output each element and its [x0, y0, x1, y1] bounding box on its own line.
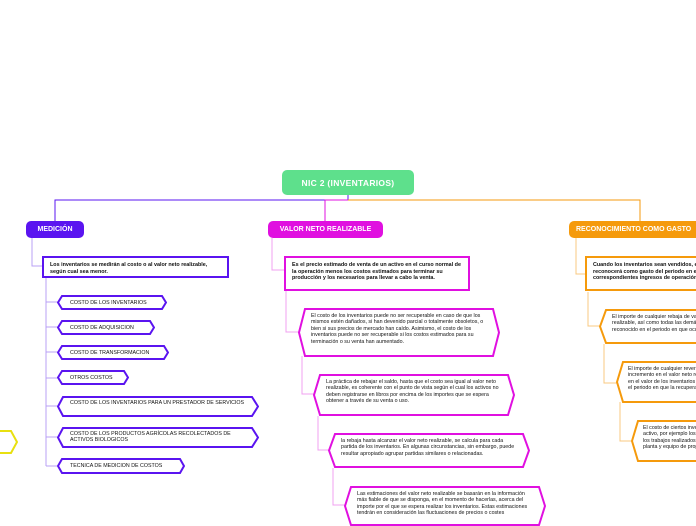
vnr-item[interactable]: El costo de los inventarios puede no ser… — [298, 308, 500, 357]
medicion-item[interactable]: COSTO DE LOS PRODUCTOS AGRÍCOLAS RECOLEC… — [57, 427, 259, 448]
side-node[interactable] — [0, 430, 18, 454]
branch-reconocimiento-como-gasto[interactable]: RECONOCIMIENTO COMO GASTO — [569, 221, 696, 238]
vnr-item[interactable]: la rebaja hasta alcanzar el valor neto r… — [328, 433, 530, 468]
medicion-item[interactable]: OTROS COSTOS — [57, 370, 129, 385]
medicion-item[interactable]: COSTO DE ADQUISICION — [57, 320, 155, 335]
reconocimiento-item[interactable]: El costo de ciertos inventarios puede se… — [631, 420, 696, 462]
reconocimiento-summary-text: Cuando los inventarios sean vendidos, el… — [593, 262, 696, 282]
medicion-item[interactable]: COSTO DE LOS INVENTARIOS — [57, 295, 167, 310]
reconocimiento-item[interactable]: El importe de cualquier rebaja de valor,… — [599, 309, 696, 344]
medicion-item[interactable]: COSTO DE TRANSFORMACION — [57, 345, 169, 360]
vnr-summary[interactable]: Es el precio estimado de venta de un act… — [284, 256, 470, 291]
medicion-summary[interactable]: Los inventarios se medirán al costo o al… — [42, 256, 229, 278]
branch-medicion[interactable]: MEDICIÓN — [26, 221, 84, 238]
vnr-item[interactable]: La práctica de rebajar el saldo, hasta q… — [313, 374, 515, 416]
medicion-item[interactable]: TECNICA DE MEDICION DE COSTOS — [57, 458, 185, 474]
medicion-item[interactable]: COSTO DE LOS INVENTARIOS PARA UN PRESTAD… — [57, 396, 259, 417]
vnr-item[interactable]: Las estimaciones del valor neto realizab… — [344, 486, 546, 526]
root-node[interactable]: NIC 2 (INVENTARIOS) — [282, 170, 414, 195]
reconocimiento-summary[interactable]: Cuando los inventarios sean vendidos, el… — [585, 256, 696, 291]
branch-valor-neto-realizable[interactable]: VALOR NETO REALIZABLE — [268, 221, 383, 238]
reconocimiento-item[interactable]: El importe de cualquier reversión de la … — [616, 361, 696, 403]
